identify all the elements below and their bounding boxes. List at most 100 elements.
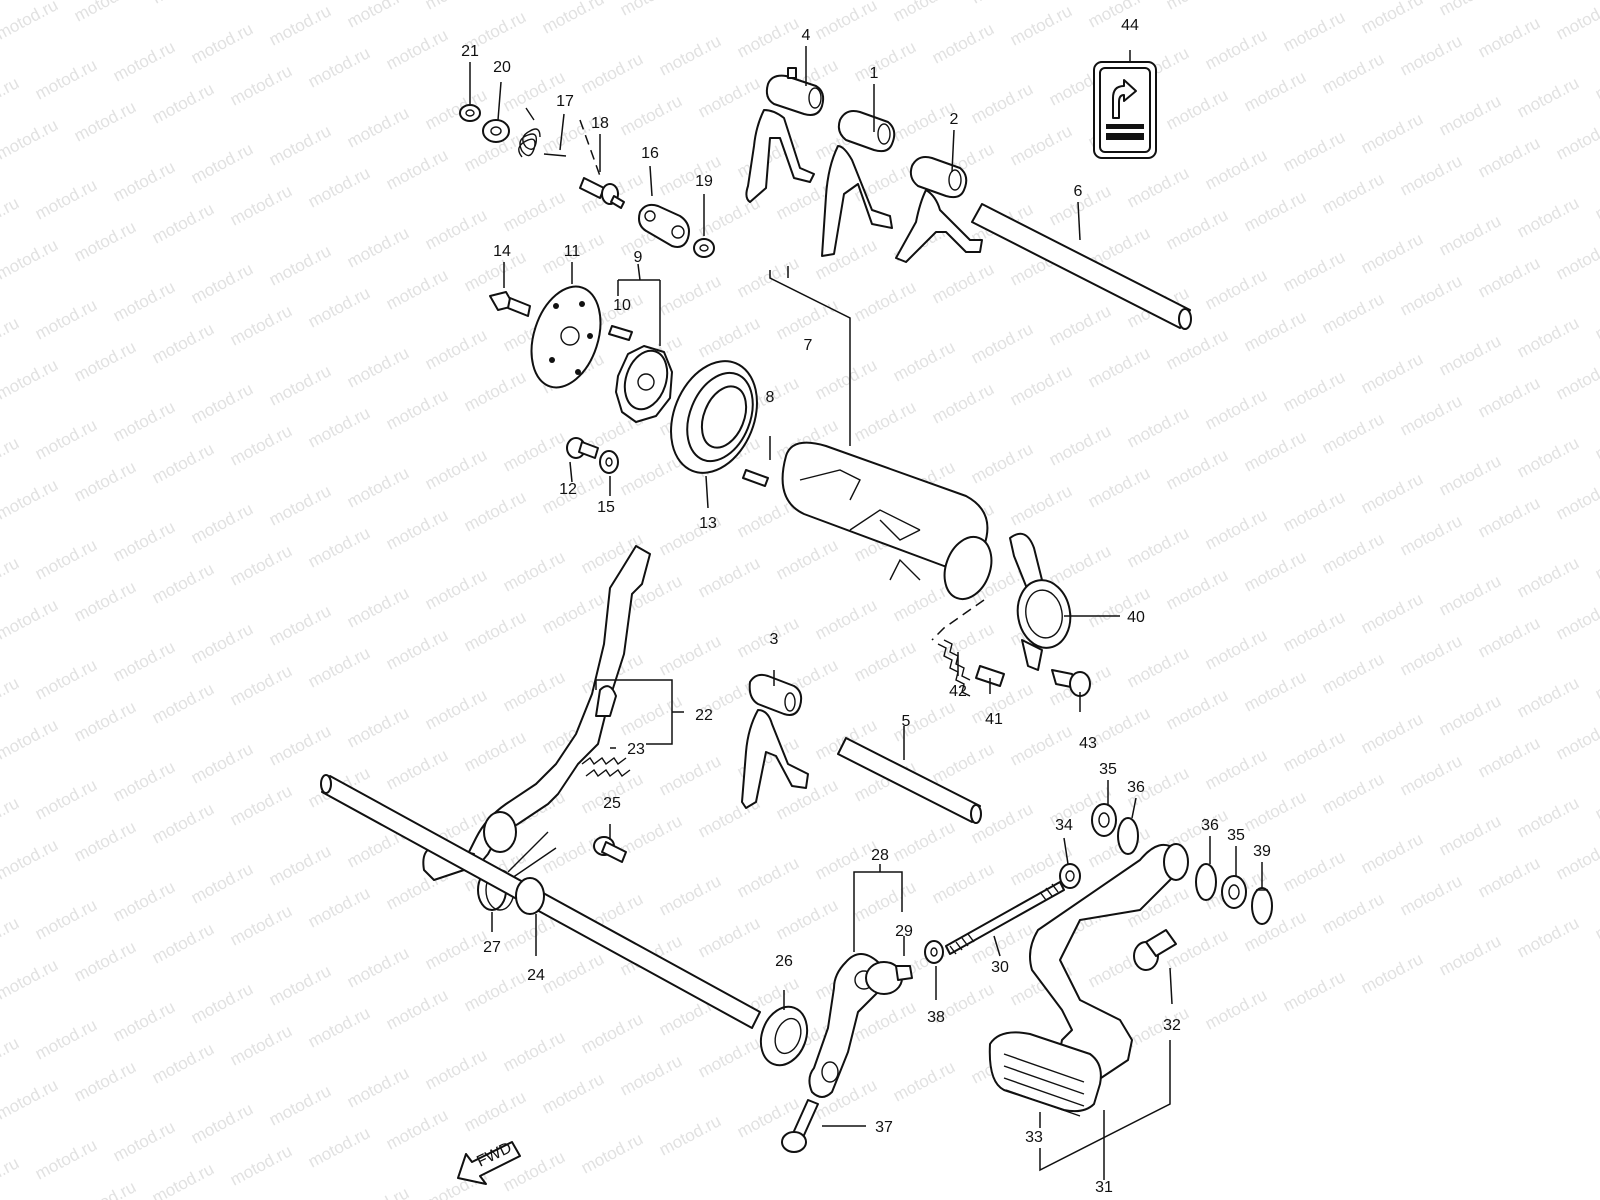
stopper-arm-40 [1009, 532, 1072, 671]
watermark-text: motod.ru [578, 1009, 646, 1057]
watermark-text: motod.ru [1358, 469, 1426, 517]
dowel-pin-10 [608, 325, 633, 341]
watermark-text: motod.ru [1007, 121, 1075, 169]
watermark-text: motod.ru [110, 397, 178, 445]
callout-4: 4 [802, 27, 811, 44]
watermark-text: motod.ru [305, 43, 373, 91]
forward-arrow-icon [457, 1141, 521, 1185]
callout-39: 39 [1253, 843, 1271, 860]
callout-3: 3 [770, 631, 779, 648]
watermark-text: motod.ru [1514, 913, 1582, 961]
watermark-text: motod.ru [1319, 49, 1387, 97]
watermark-text: motod.ru [71, 97, 139, 145]
watermark-text: motod.ru [1514, 73, 1582, 121]
watermark-text: motod.ru [1397, 511, 1465, 559]
bolt-12 [566, 437, 599, 459]
watermark-text: motod.ru [1280, 127, 1348, 175]
watermark-text: motod.ru [1436, 691, 1504, 739]
watermark-text: motod.ru [110, 517, 178, 565]
watermark-text: motod.ru [227, 1021, 295, 1069]
callout-26: 26 [775, 953, 793, 970]
callout-13: 13 [699, 515, 717, 532]
watermark-text: motod.ru [1007, 1, 1075, 49]
watermark-text: motod.ru [0, 355, 61, 403]
watermark-text: motod.ru [1280, 7, 1348, 55]
watermark-text: motod.ru [422, 0, 490, 14]
watermark-text: motod.ru [1085, 343, 1153, 391]
watermark-text: motod.ru [695, 73, 763, 121]
watermark-text: motod.ru [71, 457, 139, 505]
bolt-25 [593, 836, 627, 863]
watermark-text: motod.ru [851, 397, 919, 445]
watermark-text: motod.ru [1202, 745, 1270, 793]
watermark-text: motod.ru [383, 625, 451, 673]
fork-shaft-5 [837, 737, 982, 824]
watermark-text: motod.ru [1241, 307, 1309, 355]
watermark-text: motod.ru [71, 0, 139, 26]
watermark-text: motod.ru [851, 37, 919, 85]
watermark-text: motod.ru [890, 1057, 958, 1105]
watermark-text: motod.ru [929, 19, 997, 67]
callout-22: 22 [695, 707, 713, 724]
watermark-text: motod.ru [71, 817, 139, 865]
watermark-text: motod.ru [227, 661, 295, 709]
watermark-text: motod.ru [1163, 685, 1231, 733]
watermark-text: motod.ru [71, 697, 139, 745]
watermark-text: motod.ru [344, 343, 412, 391]
watermark-text: motod.ru [1553, 355, 1600, 403]
watermark-text: motod.ru [188, 19, 256, 67]
watermark-text: motod.ru [1358, 0, 1426, 38]
watermark-text: motod.ru [266, 241, 334, 289]
watermark-text: motod.ru [1280, 367, 1348, 415]
callout-35-upper: 35 [1099, 761, 1117, 778]
watermark-text: motod.ru [1592, 535, 1600, 583]
watermark-text: motod.ru [149, 559, 217, 607]
watermark-text: motod.ru [1475, 13, 1543, 61]
pin-41 [975, 665, 1005, 687]
watermark-text: motod.ru [1241, 67, 1309, 115]
callout-41: 41 [985, 711, 1003, 728]
watermark-text: motod.ru [0, 835, 61, 883]
callout-5: 5 [902, 713, 911, 730]
bolt-37 [781, 1099, 819, 1153]
callout-30: 30 [991, 959, 1009, 976]
callout-35-lower: 35 [1227, 827, 1245, 844]
callout-6: 6 [1074, 183, 1083, 200]
watermark-text: motod.ru [1202, 385, 1270, 433]
watermark-text: motod.ru [1280, 607, 1348, 655]
watermark-text: motod.ru [539, 589, 607, 637]
watermark-text: motod.ru [1319, 289, 1387, 337]
watermark-text: motod.ru [266, 721, 334, 769]
watermark-text: motod.ru [422, 1045, 490, 1093]
watermark-text: motod.ru [1319, 649, 1387, 697]
watermark-text: motod.ru [422, 325, 490, 373]
callout-11: 11 [564, 243, 581, 260]
watermark-text: motod.ru [1319, 529, 1387, 577]
callout-33: 33 [1025, 1129, 1043, 1146]
watermark-text: motod.ru [1592, 295, 1600, 343]
watermark-text: motod.ru [929, 739, 997, 787]
watermark-text: motod.ru [422, 445, 490, 493]
watermark-text: motod.ru [461, 607, 529, 655]
watermark-text: motod.ru [1475, 853, 1543, 901]
watermark-text: motod.ru [0, 1075, 61, 1123]
callout-31: 31 [1095, 1179, 1113, 1196]
watermark-text: motod.ru [1397, 391, 1465, 439]
watermark-text: motod.ru [851, 277, 919, 325]
watermark-text: motod.ru [1163, 325, 1231, 373]
watermark-text: motod.ru [929, 259, 997, 307]
watermark-text: motod.ru [344, 463, 412, 511]
watermark-text: motod.ru [0, 73, 22, 121]
watermark-text: motod.ru [929, 379, 997, 427]
watermark-text: motod.ru [500, 1027, 568, 1075]
watermark-text: motod.ru [149, 199, 217, 247]
watermark-text: motod.ru [1319, 769, 1387, 817]
watermark-text: motod.ru [812, 0, 880, 44]
watermark-text: motod.ru [968, 79, 1036, 127]
watermark-text: motod.ru [1085, 463, 1153, 511]
watermark-text: motod.ru [1592, 415, 1600, 463]
callout-14: 14 [493, 243, 511, 260]
watermark-text: motod.ru [1514, 793, 1582, 841]
watermark-text: motod.ru [617, 451, 685, 499]
